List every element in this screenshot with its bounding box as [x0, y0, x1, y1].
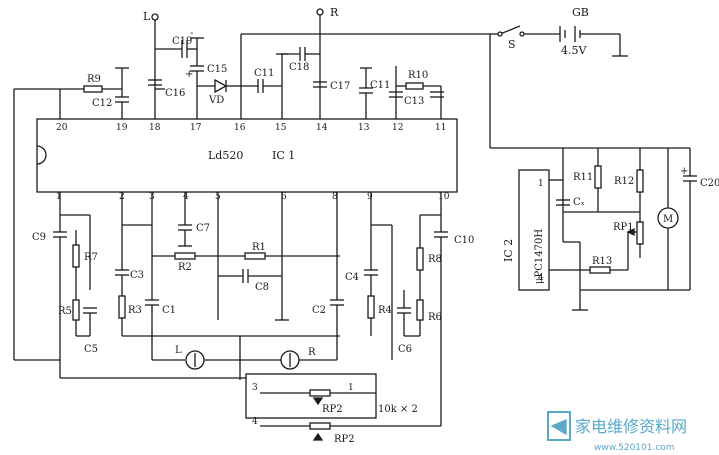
ic1-pin-13: 13: [358, 123, 370, 133]
r11-label: R11: [573, 172, 593, 183]
vd-label: VD: [208, 95, 224, 106]
ic1-top-pins: 20 19 18 17 16 15 14 13 12 11: [56, 123, 446, 133]
watermark-text: 家电维修资料网: [575, 417, 687, 436]
top-wiring: L R C19 - C15 + C16 VD: [13, 6, 490, 360]
motor-label: M: [663, 214, 673, 225]
cx-label: Cₓ: [573, 197, 585, 208]
r2-label: R2: [178, 262, 192, 273]
dual-pot-rp2: 3 1 4 RP2 RP2 10k × 2: [245, 373, 442, 445]
c15-label: C15: [207, 64, 227, 75]
r1-label: R1: [252, 242, 266, 253]
rp2-pin-3: 3: [252, 383, 258, 393]
ic1-part-label: Ld520: [208, 149, 243, 162]
c12-label: C12: [92, 98, 112, 109]
c3-label: C3: [130, 270, 144, 281]
c16-label: C16: [165, 88, 185, 99]
c18-label: C18: [289, 62, 309, 73]
r5-label: R5: [58, 306, 72, 317]
ic1-pin-4: 4: [183, 192, 189, 202]
c2-label: C2: [312, 305, 326, 316]
battery-voltage: 4.5V: [561, 44, 587, 57]
ic1-bottom-pins: 1 2 3 4 5 6 8 9 10: [56, 192, 450, 202]
headphone-left-label: L: [175, 345, 182, 356]
rp2-pin-1: 1: [348, 383, 354, 393]
rp2-pin-4: 4: [252, 417, 258, 427]
ic1-pin-1: 1: [56, 192, 62, 202]
c9-label: C9: [32, 232, 46, 243]
rp2-label-top: RP2: [322, 404, 343, 415]
headphone-right-label: R: [308, 347, 316, 358]
r9-label: R9: [87, 74, 101, 85]
ic2-pin-4: 4: [538, 273, 544, 283]
ic1-ref-label: IC 1: [272, 149, 295, 162]
battery-ref: GB: [572, 6, 589, 19]
c11a-label: C11: [254, 68, 274, 79]
c10-label: C10: [454, 235, 474, 246]
terminal-r-label: R: [330, 6, 339, 19]
c15-plus: +: [185, 69, 193, 80]
ic2-chip: [518, 169, 550, 291]
switch-label: S: [508, 38, 516, 51]
terminal-l-label: L: [143, 10, 151, 23]
r4-label: R4: [378, 305, 392, 316]
ic2-part: μPC1470H: [534, 229, 545, 284]
c8-label: C8: [255, 282, 269, 293]
ic1-pin-12: 12: [392, 123, 403, 133]
ic1-pin-14: 14: [316, 123, 328, 133]
c20-plus: +: [680, 166, 688, 177]
ic1-pin-19: 19: [116, 123, 128, 133]
c1-label: C1: [162, 305, 176, 316]
ic1-pin-17: 17: [190, 123, 202, 133]
r3-label: R3: [128, 305, 142, 316]
c6-label: C6: [398, 344, 412, 355]
r12-label: R12: [614, 176, 634, 187]
r6-label: R6: [428, 312, 442, 323]
r8-label: R8: [428, 254, 442, 265]
r13-label: R13: [592, 256, 612, 267]
terminal-l: [151, 13, 159, 21]
c7-label: C7: [196, 223, 210, 234]
ic1-pin-18: 18: [149, 123, 161, 133]
ic1-pin-16: 16: [234, 123, 246, 133]
ic1-pin-11: 11: [435, 123, 446, 133]
watermark-url: www.520101.com: [594, 443, 675, 453]
r10-label: R10: [408, 70, 428, 81]
rp1-label: RP1: [613, 222, 634, 233]
ic2-pin-1: 1: [538, 179, 544, 189]
ic1-pin-15: 15: [275, 123, 287, 133]
ic2-ref: IC 2: [502, 239, 515, 262]
ic1-pin-9: 9: [367, 192, 373, 202]
rp2-label-bottom: RP2: [334, 434, 355, 445]
watermark: 家电维修资料网 www.520101.com: [547, 411, 687, 453]
c5-label: C5: [84, 344, 98, 355]
c15-ground-mark: -: [190, 28, 193, 39]
ic1-pin-6: 6: [281, 192, 287, 202]
ic1-chip: Ld520 IC 1: [36, 118, 458, 193]
ic1-pin-10: 10: [438, 192, 450, 202]
r7-label: R7: [84, 252, 98, 263]
c20-label: C20: [700, 178, 719, 189]
terminal-r: [316, 8, 324, 16]
bottom-wiring: C9 R7 R5 C5 C3 R3 C1 C7: [14, 192, 474, 420]
c17-label: C17: [330, 81, 350, 92]
c11b-label: C11: [370, 80, 390, 91]
rp2-value: 10k × 2: [378, 404, 418, 415]
power-supply: S GB 4.5V: [489, 6, 690, 149]
ic2-section: IC 2 μPC1470H 1 4 Cₓ R11 R12 RP1: [502, 148, 719, 311]
c13-label: C13: [404, 96, 424, 107]
watermark-logo-icon: [547, 411, 571, 441]
c19-label: C19: [172, 36, 192, 47]
ic1-pin-20: 20: [56, 123, 68, 133]
c4-label: C4: [345, 272, 359, 283]
ic1-pin-8: 8: [332, 192, 338, 202]
